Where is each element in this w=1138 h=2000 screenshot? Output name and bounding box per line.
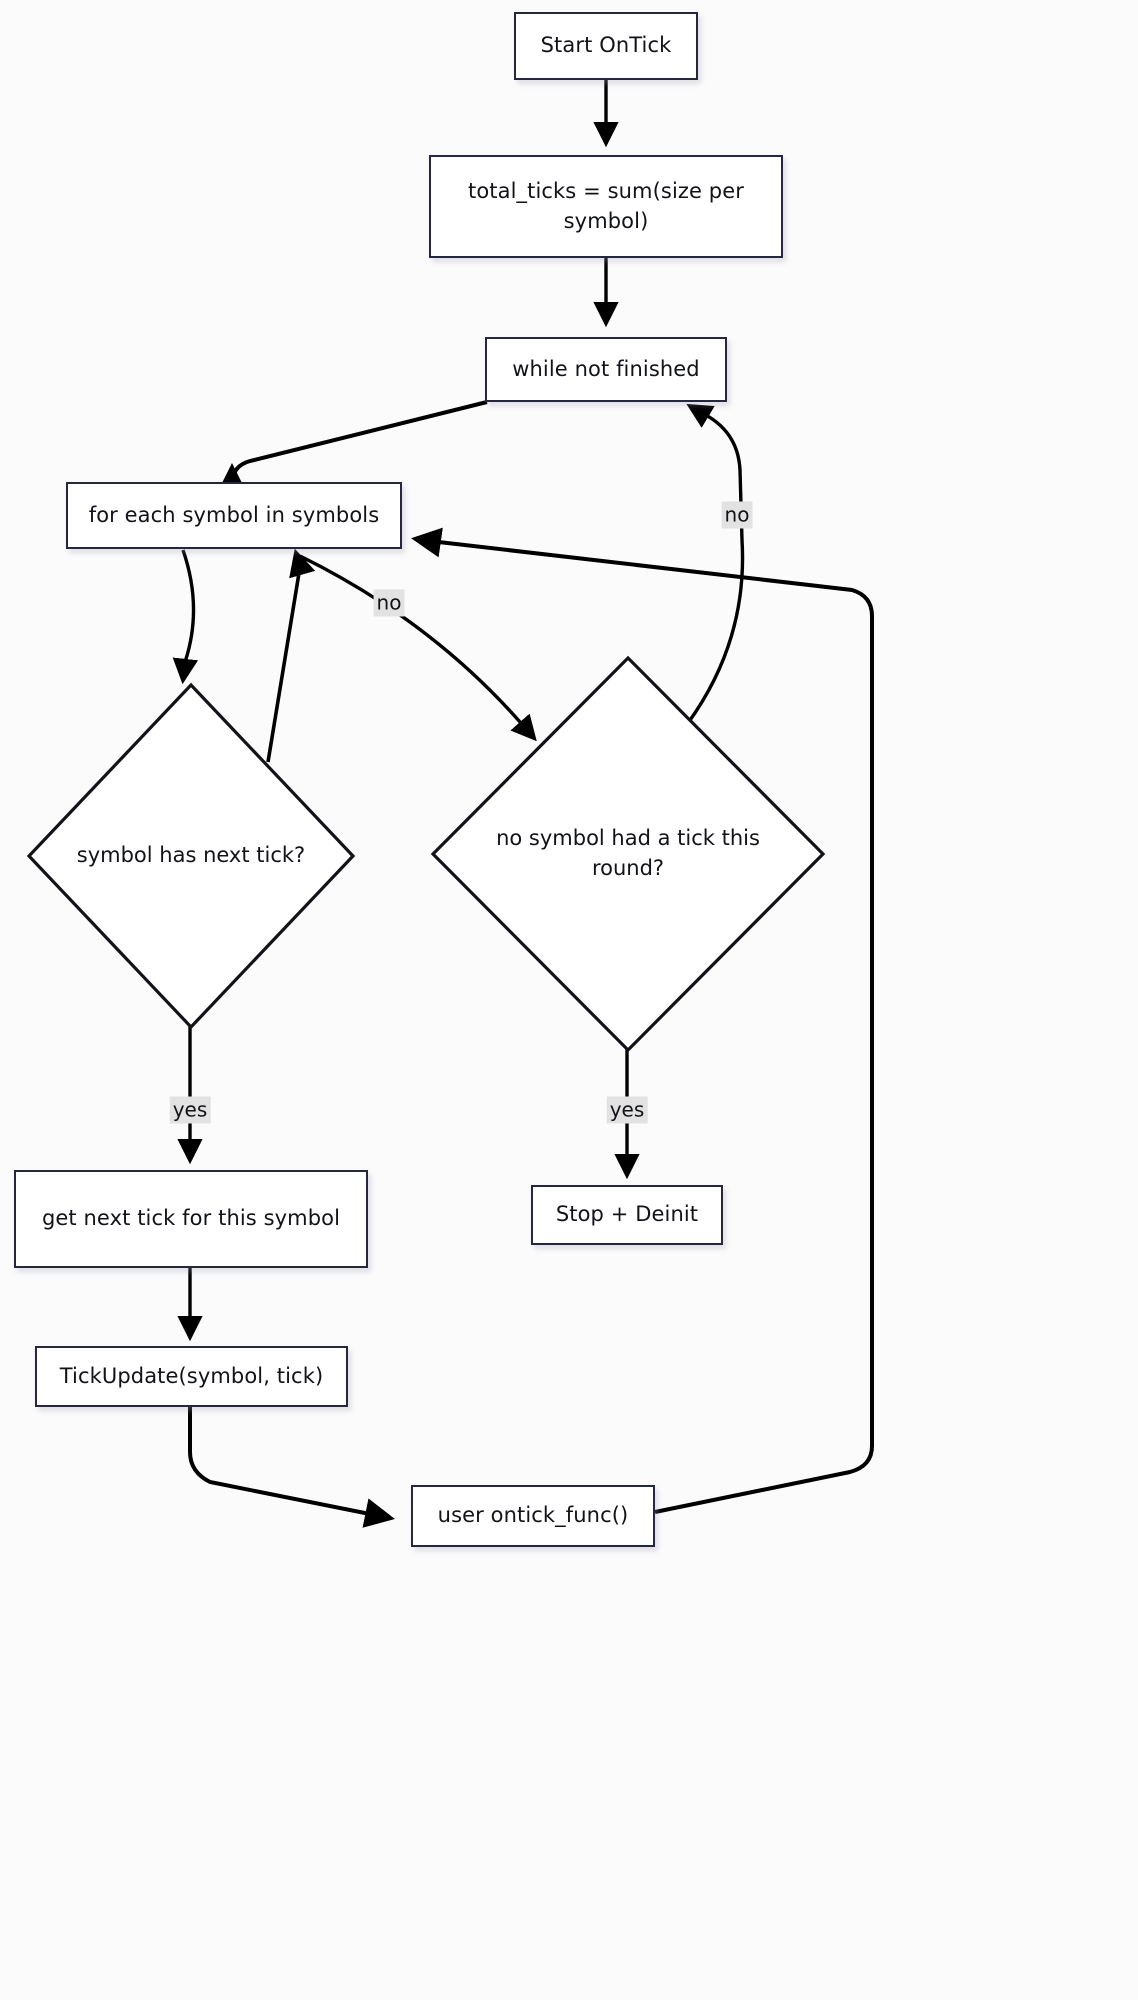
diamond-outline	[26, 682, 356, 1030]
node-for-each-symbol-label: for each symbol in symbols	[88, 502, 380, 527]
node-tick-update[interactable]: TickUpdate(symbol, tick)	[35, 1346, 348, 1407]
node-tick-update-label: TickUpdate(symbol, tick)	[59, 1363, 324, 1388]
edge-symbol-has-next-tick-no-loop	[266, 548, 316, 763]
edge-round-check-no-loop	[686, 403, 745, 724]
edge-label-symbol-next-no: no	[373, 589, 405, 617]
diamond-outline	[430, 655, 826, 1053]
node-user-ontick-func[interactable]: user ontick_func()	[411, 1485, 655, 1547]
edge-while-to-for-each	[217, 400, 488, 493]
edge-tick-update-to-user-func	[188, 1407, 395, 1528]
node-no-symbol-had-tick-label: no symbol had a tick this round?	[496, 826, 760, 880]
edge-label-round-check-yes: yes	[606, 1096, 648, 1124]
node-symbol-has-next-tick-label: symbol has next tick?	[76, 843, 306, 868]
node-for-each-symbol[interactable]: for each symbol in symbols	[66, 482, 402, 549]
node-user-ontick-func-label: user ontick_func()	[437, 1503, 629, 1528]
node-get-next-tick-label: get next tick for this symbol	[41, 1206, 341, 1231]
node-while-not-finished-label: while not finished	[512, 356, 700, 381]
node-total-ticks[interactable]: total_ticks = sum(size per symbol)	[429, 155, 783, 258]
node-stop-deinit[interactable]: Stop + Deinit	[531, 1185, 723, 1245]
node-total-ticks-label: total_ticks = sum(size per symbol)	[468, 178, 744, 233]
edge-for-each-to-symbol-has-next-tick	[172, 549, 199, 685]
node-stop-deinit-label: Stop + Deinit	[555, 1202, 699, 1227]
node-symbol-has-next-tick[interactable]: symbol has next tick?	[26, 682, 356, 1030]
edge-label-symbol-next-yes: yes	[169, 1096, 211, 1124]
node-while-not-finished[interactable]: while not finished	[485, 337, 727, 402]
edge-label-round-check-no: no	[721, 501, 753, 529]
edge-user-func-to-for-each	[411, 527, 874, 1514]
node-get-next-tick[interactable]: get next tick for this symbol	[14, 1170, 368, 1268]
node-start-ontick[interactable]: Start OnTick	[514, 12, 698, 80]
edge-for-each-to-round-check	[299, 554, 537, 742]
node-start-ontick-label: Start OnTick	[540, 33, 672, 58]
node-no-symbol-had-tick[interactable]: no symbol had a tick this round?	[430, 655, 826, 1053]
